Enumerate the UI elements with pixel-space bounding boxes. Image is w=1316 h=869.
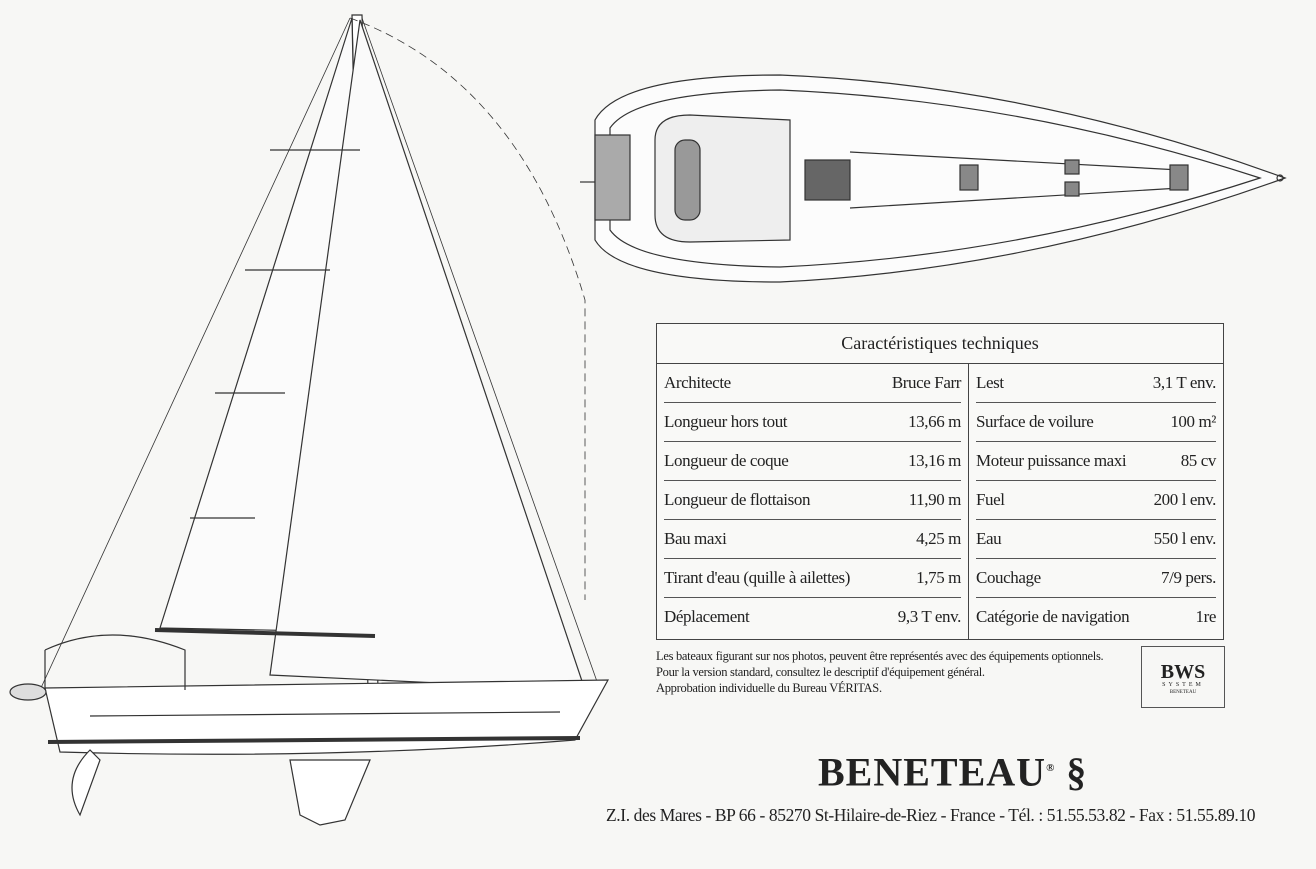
spec-row: Tirant d'eau (quille à ailettes) 1,75 m [664, 559, 961, 598]
bws-logo-brand: BENETEAU [1169, 690, 1197, 695]
company-address: Z.I. des Mares - BP 66 - 85270 St-Hilair… [606, 805, 1256, 825]
note-line: Approbation individuelle du Bureau VÉRIT… [656, 681, 882, 695]
bws-logo-sub: SYSTEM [1162, 682, 1204, 688]
spec-value: 200 l env. [1153, 490, 1217, 509]
spec-label: Bau maxi [664, 529, 727, 548]
spec-row: Moteur puissance maxi 85 cv [976, 442, 1216, 481]
seahorse-icon: § [1066, 749, 1088, 795]
note-line: Les bateaux figurant sur nos photos, peu… [656, 649, 1104, 663]
specs-right-column: Lest 3,1 T env. Surface de voilure 100 m² Mo… [969, 364, 1223, 640]
spec-row: Fuel 200 l env. [976, 481, 1216, 520]
spec-label: Tirant d'eau (quille à ailettes) [664, 568, 851, 587]
spec-row: Catégorie de navigation 1re [976, 598, 1216, 636]
spec-value: 3,1 T env. [1152, 373, 1217, 392]
spec-value: 11,90 m [908, 490, 962, 509]
spec-value: 1,75 m [916, 568, 961, 587]
spec-row: Architecte Bruce Farr [664, 364, 961, 403]
spec-value: 1re [1195, 607, 1216, 626]
spec-row: Bau maxi 4,25 m [664, 520, 961, 559]
spec-label: Catégorie de navigation [976, 607, 1130, 626]
technical-specs-table: Caractéristiques techniques Architecte Br… [656, 323, 1224, 640]
spec-label: Moteur puissance maxi [976, 451, 1127, 470]
spec-value: 550 l env. [1153, 529, 1217, 548]
spec-value: 85 cv [1180, 451, 1217, 470]
spec-label: Longueur de coque [664, 451, 789, 470]
spec-row: Eau 550 l env. [976, 520, 1216, 559]
spec-value: 100 m² [1170, 412, 1216, 431]
bws-system-logo: BWS SYSTEM BENETEAU [1141, 646, 1225, 708]
logo-text: BENETEAU [818, 749, 1047, 795]
spec-row: Déplacement 9,3 T env. [664, 598, 961, 636]
spec-row: Longueur de coque 13,16 m [664, 442, 961, 481]
spec-label: Lest [976, 373, 1004, 392]
sailboat-profile-drawing [9, 14, 610, 826]
spec-row: Surface de voilure 100 m² [976, 403, 1216, 442]
spec-row: Couchage 7/9 pers. [976, 559, 1216, 598]
spec-label: Longueur de flottaison [664, 490, 811, 509]
spec-row: Lest 3,1 T env. [976, 364, 1216, 403]
spec-value: 7/9 pers. [1161, 568, 1216, 587]
spec-value: Bruce Farr [891, 373, 962, 392]
spec-label: Eau [976, 529, 1002, 548]
bws-logo-text: BWS [1160, 661, 1206, 683]
spec-label: Fuel [976, 490, 1005, 509]
spec-value: 4,25 m [916, 529, 961, 548]
disclaimer-notes: Les bateaux figurant sur nos photos, peu… [656, 648, 1131, 696]
spec-row: Longueur hors tout 13,66 m [664, 403, 961, 442]
spec-label: Couchage [976, 568, 1041, 587]
spec-value: 9,3 T env. [897, 607, 962, 626]
registered-mark: ® [1046, 762, 1056, 774]
spec-row: Longueur de flottaison 11,90 m [664, 481, 961, 520]
spec-label: Architecte [664, 373, 731, 392]
beneteau-logo: BENETEAU® § [818, 744, 1087, 794]
note-line: Pour la version standard, consultez le d… [656, 665, 985, 679]
specs-title: Caractéristiques techniques [657, 324, 1223, 364]
spec-label: Déplacement [664, 607, 750, 626]
spec-label: Longueur hors tout [664, 412, 788, 431]
spec-value: 13,66 m [908, 412, 961, 431]
spec-label: Surface de voilure [976, 412, 1094, 431]
spec-value: 13,16 m [908, 451, 961, 470]
deck-plan-drawing [580, 74, 1287, 283]
